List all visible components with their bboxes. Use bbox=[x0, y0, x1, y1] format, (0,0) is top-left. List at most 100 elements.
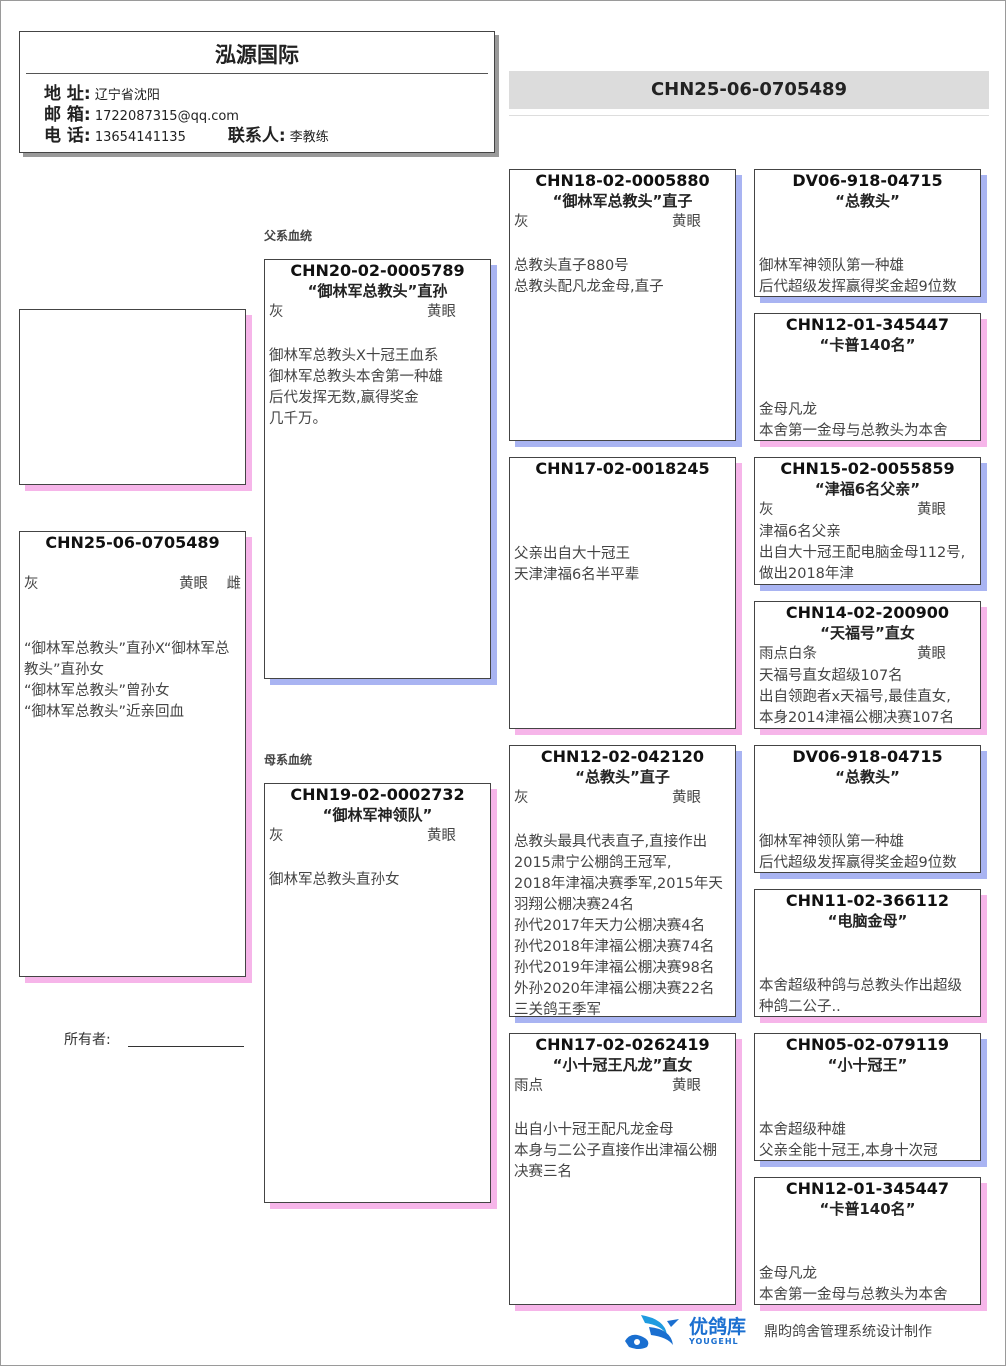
owner-signature-line[interactable] bbox=[128, 1046, 244, 1047]
contact-value: 李教练 bbox=[289, 130, 329, 145]
ring-number: CHN17-02-0018245 bbox=[535, 459, 710, 478]
feather-color: 灰 bbox=[759, 502, 774, 518]
pigeon-notes: “御林军总教头”直孙X“御林军总教头”直孙女 “御林军总教头”曾孙女 “御林军总… bbox=[24, 641, 230, 720]
brand-name: 优鸽库 bbox=[689, 1315, 747, 1338]
pigeon-name: “卡普140名” bbox=[819, 1200, 916, 1218]
eye-type: 黄眼 bbox=[672, 1078, 701, 1094]
pigeon-notes: 出自小十冠王配凡龙金母 本身与二公子直接作出津福公棚决赛三名 bbox=[514, 1122, 717, 1180]
pigeon-card-ss[interactable]: CHN18-02-0005880 “御林军总教头”直子灰 黄眼总教头直子880号 总… bbox=[509, 169, 736, 441]
divider bbox=[509, 115, 989, 116]
pigeon-card-dd[interactable]: CHN17-02-0262419 “小十冠王凡龙”直女雨点 黄眼出自小十冠王配凡龙金… bbox=[509, 1033, 736, 1305]
credit-text: 鼎昀鸽舍管理系统设计制作 bbox=[764, 1324, 933, 1340]
ring-number: CHN12-02-042120 bbox=[540, 747, 705, 766]
eye-type: 黄眼 bbox=[672, 790, 701, 806]
yougeku-logo-icon bbox=[625, 1315, 679, 1349]
feather-color: 灰 bbox=[514, 214, 529, 230]
owner-label: 所有者: bbox=[64, 1032, 111, 1048]
ring-number: CHN18-02-0005880 bbox=[535, 171, 710, 190]
pigeon-card-dsd[interactable]: CHN11-02-366112 “电脑金母” 本舍超级种鸽与总教头作出超级种鸽二公子… bbox=[754, 889, 981, 1017]
maternal-label: 母系血统 bbox=[264, 753, 313, 767]
loft-info-header: 泓源国际 地 址: 辽宁省沈阳 邮 箱: 1722087315@qq.com 电… bbox=[19, 31, 495, 153]
sex: 雌 bbox=[226, 576, 242, 592]
pigeon-card-sdd[interactable]: CHN14-02-200900 “天福号”直女雨点白条 黄眼天福号直女超级107名 … bbox=[754, 601, 981, 729]
address-label: 地 址: bbox=[44, 84, 91, 104]
pigeon-notes: 总教头最具代表直子,直接作出2015肃宁公棚鸽王冠军, 2018年津福决赛季军,… bbox=[514, 834, 723, 1018]
ring-number: CHN19-02-0002732 bbox=[290, 785, 465, 804]
pigeon-card-sire[interactable]: CHN20-02-0005789 “御林军总教头”直孙灰 黄眼御林军总教头X十冠王血… bbox=[264, 259, 491, 679]
ring-number: DV06-918-04715 bbox=[792, 747, 943, 766]
pigeon-notes: 御林军总教头X十冠王血系 御林军总教头本舍第一种雄 后代发挥无数,赢得奖金 几千… bbox=[269, 348, 443, 427]
paternal-label: 父系血统 bbox=[264, 229, 313, 243]
pigeon-notes: 本舍超级种雄 父亲全能十冠王,本身十次冠 bbox=[759, 1122, 938, 1159]
ring-number: CHN12-01-345447 bbox=[785, 315, 950, 334]
ring-number: CHN25-06-0705489 bbox=[45, 533, 220, 552]
ring-number: CHN05-02-079119 bbox=[785, 1035, 950, 1054]
ring-number: CHN12-01-345447 bbox=[785, 1179, 950, 1198]
feather-color: 灰 bbox=[514, 790, 529, 806]
pigeon-name bbox=[514, 479, 731, 500]
eye-type: 黄眼 bbox=[672, 214, 701, 230]
pigeon-card-sss[interactable]: DV06-918-04715 “总教头” 御林军神领队第一种雄 后代超级发挥赢得奖金… bbox=[754, 169, 981, 297]
ring-number: CHN14-02-200900 bbox=[785, 603, 950, 622]
pigeon-notes: 父亲出自大十冠王 天津津福6名半平辈 bbox=[514, 546, 640, 583]
pigeon-card-ds[interactable]: CHN12-02-042120 “总教头”直子灰 黄眼总教头最具代表直子,直接作出2… bbox=[509, 745, 736, 1018]
pigeon-notes: 天福号直女超级107名 出自领跑者x天福号,最佳直女, 本身2014津福公棚决赛… bbox=[759, 668, 955, 726]
feather-color: 雨点白条 bbox=[759, 646, 817, 662]
pigeon-notes: 御林军神领队第一种雄 后代超级发挥赢得奖金超9位数 bbox=[759, 258, 957, 295]
pigeon-card-ddd[interactable]: CHN12-01-345447 “卡普140名” 金母凡龙 本舍第一金母与总教头为本… bbox=[754, 1177, 981, 1305]
pigeon-notes: 津福6名父亲 出自大十冠王配电脑金母112号,做出2018年津 bbox=[759, 524, 966, 582]
pigeon-card-subject[interactable]: CHN25-06-0705489 灰 黄眼 雌 “御林军总教头”直孙X“御林军总教头”… bbox=[19, 531, 246, 977]
loft-name: 泓源国际 bbox=[215, 43, 299, 67]
pigeon-name: “总教头”直子 bbox=[575, 768, 670, 786]
ring-number: CHN20-02-0005789 bbox=[290, 261, 465, 280]
pigeon-name: “津福6名父亲” bbox=[814, 480, 921, 498]
pigeon-card-dss[interactable]: DV06-918-04715 “总教头” 御林军神领队第一种雄 后代超级发挥赢得奖金… bbox=[754, 745, 981, 873]
feather-color: 灰 bbox=[269, 828, 284, 844]
ring-number: DV06-918-04715 bbox=[792, 171, 943, 190]
brand-name-en: YOUGEHL bbox=[689, 1336, 739, 1346]
eye-type: 黄眼 bbox=[917, 646, 946, 662]
pigeon-card-dam[interactable]: CHN19-02-0002732 “御林军神领队” 灰 黄眼御林军总教头直孙女 bbox=[264, 783, 491, 1203]
pigeon-name: “电脑金母” bbox=[827, 912, 908, 930]
eye-type: 黄眼 bbox=[917, 502, 946, 518]
ring-number: CHN11-02-366112 bbox=[785, 891, 950, 910]
feather-color: 灰 bbox=[269, 304, 284, 320]
pigeon-name: “御林军神领队” bbox=[322, 806, 433, 824]
pigeon-name: “小十冠王凡龙”直女 bbox=[552, 1056, 693, 1074]
address-value: 辽宁省沈阳 bbox=[94, 88, 160, 103]
contact-label: 联系人: bbox=[227, 126, 286, 146]
email-value: 1722087315@qq.com bbox=[94, 109, 239, 124]
pigeon-notes: 金母凡龙 本舍第一金母与总教头为本舍 bbox=[759, 1266, 948, 1303]
pigeon-name: “天福号”直女 bbox=[820, 624, 915, 642]
pigeon-name: “卡普140名” bbox=[819, 336, 916, 354]
pigeon-card-dds[interactable]: CHN05-02-079119 “小十冠王” 本舍超级种雄 父亲全能十冠王,本身十次… bbox=[754, 1033, 981, 1161]
eye-type: 黄眼 bbox=[427, 304, 456, 320]
pigeon-name: “总教头” bbox=[835, 192, 900, 210]
pigeon-notes: 御林军神领队第一种雄 后代超级发挥赢得奖金超9位数 bbox=[759, 834, 957, 871]
pigeon-notes: 御林军总教头直孙女 bbox=[269, 872, 400, 888]
pigeon-name: “御林军总教头”直孙 bbox=[307, 282, 448, 300]
eye-type: 黄眼 bbox=[179, 576, 209, 592]
eye-type: 黄眼 bbox=[427, 828, 456, 844]
ring-number: CHN15-02-0055859 bbox=[780, 459, 955, 478]
pigeon-card-sds[interactable]: CHN15-02-0055859 “津福6名父亲” 灰 黄眼津福6名父亲 出自大十冠王… bbox=[754, 457, 981, 585]
pigeon-notes: 本舍超级种鸽与总教头作出超级种鸽二公子.. bbox=[759, 978, 962, 1015]
footer: 优鸽库 YOUGEHL 鼎昀鸽舍管理系统设计制作 bbox=[621, 1311, 932, 1351]
pigeon-name: “御林军总教头”直子 bbox=[552, 192, 693, 210]
pigeon-name: “总教头” bbox=[835, 768, 900, 786]
pigeon-card-sd[interactable]: CHN17-02-0018245 父亲出自大十冠王 天津津福6名半平辈 bbox=[509, 457, 736, 729]
phone-label: 电 话: bbox=[44, 126, 91, 146]
pigeon-name bbox=[24, 553, 241, 574]
pigeon-card-ssd[interactable]: CHN12-01-345447“卡普140名”金母凡龙 本舍第一金母与总教头为本… bbox=[754, 313, 981, 441]
subject-ring-banner: CHN25-06-0705489 bbox=[509, 71, 989, 109]
email-label: 邮 箱: bbox=[44, 105, 91, 125]
ring-number: CHN17-02-0262419 bbox=[535, 1035, 710, 1054]
phone-value: 13654141135 bbox=[94, 130, 186, 145]
pigeon-notes: 总教头直子880号 总教头配凡龙金母,直子 bbox=[514, 258, 664, 295]
divider bbox=[26, 73, 488, 74]
feather-color: 灰 bbox=[24, 576, 39, 592]
photo-box[interactable] bbox=[19, 309, 246, 485]
pigeon-name: “小十冠王” bbox=[827, 1056, 908, 1074]
feather-color: 雨点 bbox=[514, 1078, 543, 1094]
